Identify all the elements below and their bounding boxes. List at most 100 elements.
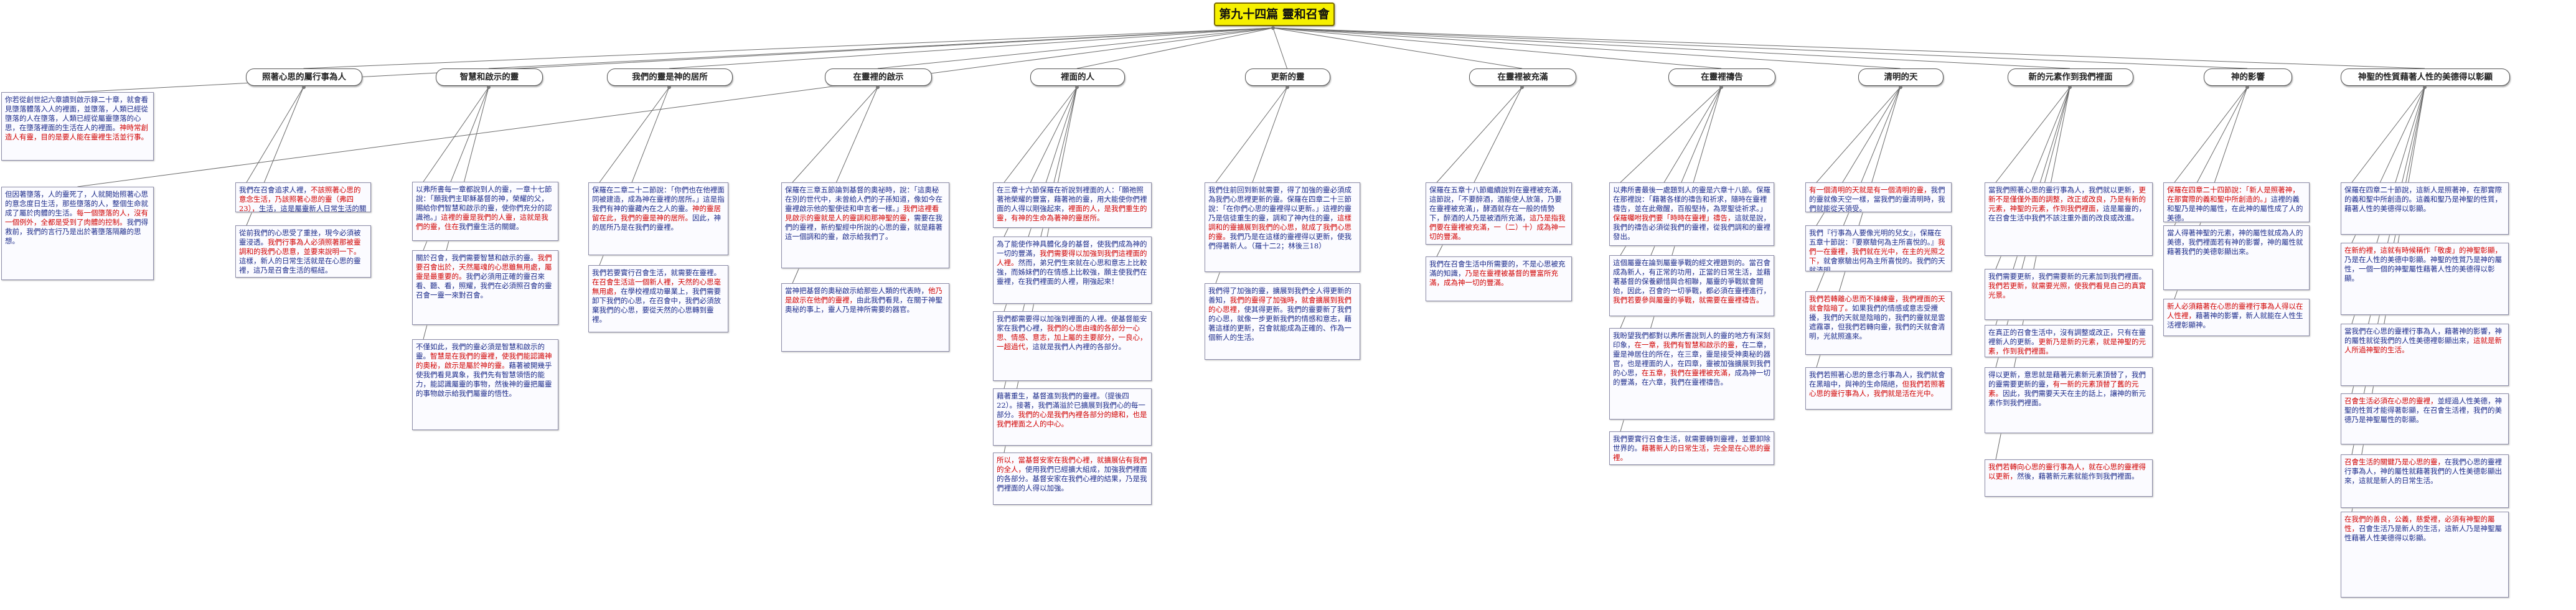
note-text: 生活，這是屬靈新人日常生活的關鍵。 <box>258 204 367 212</box>
note-highlight-text: 他乃是啟示在他們的靈裡， <box>785 286 942 304</box>
note-highlight-text: 乃是在靈裡被基督的豐富所充滿，成為神一切的豐滿。 <box>1429 269 1558 287</box>
note-text: 保羅在三章五節論到基督的奧祕時，說：「這奧秘在別的世代中，未曾給人們的子孫知道，… <box>785 185 942 213</box>
root-anchor-dot <box>1271 26 1275 30</box>
note-highlight-text: 保羅在四章二十四節說：「新人是照著神，在那實際的義和聖中所創造的。」 <box>2167 185 2300 204</box>
note-text: 當我們照著心思的靈行事為人，我們就以更新， <box>1988 185 2139 194</box>
note-text: 在學校裡成功畢業上，我們需要卸下我們的心思，在召會中，我們必須放棄我們的心思，要… <box>592 287 721 324</box>
topic-anchor-dot <box>2245 85 2249 89</box>
topic-node[interactable]: 更新的靈 <box>1245 68 1330 86</box>
note-text: 我們要實行召會生活，就需要轉到靈裡，並要卸除世界的。 <box>1613 434 1770 453</box>
root-to-topic-line <box>488 27 1274 69</box>
note-text: 使其得更新。我們的靈要新了我們的心思，就像一步更新我們的情感和意志，藉著這樣的更… <box>1208 305 1351 342</box>
note-card: 我們若轉離心思而不操練靈，我們裡面的天就會陰暗了。如果我們的情感或意志受攪擾，我… <box>1805 291 1952 355</box>
topic-node[interactable]: 裡面的人 <box>1030 68 1125 86</box>
note-highlight-text: 神的靈居留在此，我們的靈是神的居所。 <box>592 204 721 222</box>
note-card: 新人必須藉著在心思的靈裡行事為人得以在人性裡，藉著神的影響，新人就能在人性生活裡… <box>2163 299 2310 336</box>
note-card: 我們要實行召會生活，就需要轉到靈裡，並要卸除世界的。藉著新人的日常生活，完全是在… <box>1609 431 1774 465</box>
note-text: 藉著神的影響，新人就能在人性生活裡彰顯神。 <box>2167 311 2303 329</box>
note-text: 這樣，新人的日常生活就是在心思的靈裡，這乃是召會生活的樞紐。 <box>239 256 361 274</box>
topic-to-note-line <box>1816 87 1901 183</box>
note-card: 在真正的召會生活中，沒有調整或改正，只有在靈裡新人的更新。更新乃是新的元素，就是… <box>1985 325 2153 357</box>
note-text: 在我們心思的靈裡行事為人，神的屬性就藉著我們的人性美德彰顯出來，這就是新人的日常… <box>2344 458 2502 485</box>
note-text: 我們需要更新，我們需要新的元素加到我們裡面。 <box>1988 272 2146 281</box>
note-card: 我們在召會追求人裡，不該照著心思的意念生活，乃該照著心思的靈（弗四23），生活，… <box>235 182 371 212</box>
topic-node[interactable]: 在靈裡禱告 <box>1668 68 1775 86</box>
note-text: 因此，我們需要天天在主的話上，讓神的新元素作到我們裡面。 <box>1988 389 2146 407</box>
note-card: 召會生活必須在心思的靈裡，並經過人性美德，神聖的性質才能得著彰顯，在召會生活裡，… <box>2341 393 2509 444</box>
topic-node[interactable]: 我們的靈是神的居所 <box>607 68 733 86</box>
note-text: 這個屬靈在論到屬靈爭戰的經文裡題到的。當召會成為新人，有正常的功用，正當的日常生… <box>1613 258 1770 295</box>
note-highlight-text: 保羅囑咐我們要「時時在靈裡」禱告， <box>1613 214 1735 222</box>
note-highlight-text: 在五章，我們在靈裡被充滿， <box>1642 368 1735 377</box>
note-text: 我們靈生活的關鍵。 <box>459 222 524 231</box>
topic-to-note-line <box>1995 87 2071 183</box>
topic-node[interactable]: 清明的天 <box>1858 68 1944 86</box>
note-highlight-text: 智慧是在我們的靈裡，使我們能認識神的奧秘，啟示是屬於神的靈。 <box>416 352 552 370</box>
note-text: 我們乃是在這樣的靈裡得以更新，使我們得著新人。（羅十二2；林後三18） <box>1208 232 1351 250</box>
topic-node[interactable]: 照著心思的屬行事為人 <box>246 68 362 86</box>
note-text: 在三章十六節保羅在祈說到裡面的人：「願祂照著祂榮耀的豐富，藉著祂的靈，用大能使你… <box>997 185 1147 213</box>
note-card: 我們若照著心思的意念行事為人，我們就會在黑暗中，與神的生命隔絕，但我們若照著心思… <box>1805 367 1952 410</box>
note-card: 當神把基督的奧秘啟示給那些人類的代表時，他乃是啟示在他們的靈裡，由此我們看見，在… <box>781 283 949 352</box>
note-highlight-text: 我們一在靈裡，我們就在光中，在主的光照之下， <box>1809 238 1945 265</box>
note-text: 當神把基督的奧秘啟示給那些人類的代表時， <box>785 286 928 295</box>
note-card: 為了能使作神具體化身的基督，使我們成為神的一切的豐滿，我們需要得以加強到我們這裡… <box>993 237 1152 304</box>
topic-anchor-dot <box>1898 85 1902 89</box>
note-highlight-text: 在召會生活這一個新人裡，天然的心思毫無用處， <box>592 278 721 296</box>
note-highlight-text: 不該照著心思的意念生活，乃該照著心思的靈（弗四23）， <box>239 185 361 212</box>
root-to-topic-line <box>1272 27 2248 69</box>
topic-anchor-dot <box>1719 85 1723 89</box>
note-highlight-text: 這樣調和的靈擴展到我們的心思，就成了我們心思的靈。 <box>1208 214 1351 241</box>
topic-anchor-dot <box>1075 85 1079 89</box>
note-card: 我們住前回到新就需要，得了加強的靈必須成為我們心思裡更新的靈。保羅在四章二十三節… <box>1205 182 1360 272</box>
topic-anchor-dot <box>301 85 306 89</box>
note-highlight-text: 更新乃是新的元素，就是神聖的元素，作到我們裡面。 <box>1988 337 2146 355</box>
topic-node[interactable]: 新的元素作到我們裡面 <box>2008 68 2133 86</box>
root-to-topic-line <box>1272 27 1523 69</box>
note-highlight-text: 有一新的元素頂替了舊的元素。 <box>1988 380 2139 398</box>
note-card: 從前我們的心思受了重挫，現今必須被靈浸透。我們行事為人必須照著那被靈調和的我們心… <box>235 225 371 278</box>
note-text: 藉著被開幾乎使我們看見異象，我們先有智慧領悟的能力，能認識屬靈的事物，然後神的靈… <box>416 361 552 398</box>
root-to-topic-line <box>1076 27 1274 69</box>
note-highlight-text: 我們的靈得了加強時，就會擴展到我們的心思裡， <box>1208 296 1351 314</box>
note-text: 由此我們看見，在關于神聖奧秘的事上，靈人乃是神所需要的器官。 <box>785 296 942 314</box>
note-highlight-text: 我們要召會出於，天然屬魂的心思雖無用處，屬靈是最重要的。 <box>416 253 552 281</box>
root-to-topic-line <box>1272 27 1722 69</box>
note-text: 這就是說，我們的禱告必須從我們的靈裡，從我們調和的靈裡發出。 <box>1613 214 1770 241</box>
note-text: 在真正的召會生活中，沒有調整或改正，只有在靈裡新人的更新。 <box>1988 328 2146 346</box>
root-to-topic-line <box>1272 27 1287 69</box>
note-card: 保羅在四章二十節說，這新人是照著神，在那實際的義和聖中所創造的。這義和聖乃是神聖… <box>2341 182 2509 235</box>
note-card: 有一個清明的天就是有一個清明的靈，我們的靈就像天空一樣，當我們的靈清明時，我們就… <box>1805 182 1952 212</box>
root-to-topic-line <box>1272 27 2071 69</box>
note-text: 保羅在四章二十節說，這新人是照著神，在那實際的義和聖中所創造的。這義和聖乃是神聖… <box>2344 185 2502 213</box>
note-text: 我盼望我們都對以弗所書說到人的靈的地方有深刻印象， <box>1613 331 1770 349</box>
note-highlight-text: 在一章，我們有智慧和啟示的靈， <box>1634 340 1742 349</box>
note-text: 我們的靈就像天空一樣，當我們的靈清明時，我們就能從天領受。 <box>1809 185 1945 212</box>
note-text: 召會生活乃是新人的生活，這新人乃是神聖屬性藉著人性美德得以彰顯。 <box>2344 524 2502 542</box>
note-text: 當人得著神聖的元素，神的屬性就成為人的美德，我們裡面若有神的影響，神的屬性就藉著… <box>2167 228 2303 256</box>
note-highlight-text: 每一個墮落的人，沒有一個例外，全都是受到了肉體的控制。 <box>5 209 148 227</box>
note-highlight-text: 我們的心思由魂的各部分一心思、情感、意志，加上屬的主要部分，一良心，一超過代， <box>997 324 1147 351</box>
topic-node[interactable]: 神聖的性質藉著人性的美德得以彰顯 <box>2341 68 2510 86</box>
note-text: 以弗所書每一章都說到人的靈，一章十七節說：「願我們主耶穌基督的神，榮耀的父，賜給… <box>416 185 552 222</box>
note-highlight-text: 在新約裡，這就有時候稱作「敬虔」的神聖彰顯， <box>2344 246 2502 255</box>
note-text: 在二章，靈是神居住的所在，在三章，靈是接受神奧秘的器官，也是裡面的人，在四章，靈… <box>1613 340 1770 377</box>
root-to-topic-line <box>669 27 1274 69</box>
note-card: 你若從創世記六章讀到啟示錄二十章，就會看見墮落體落入人的裡面，並墮落，人類已經從… <box>1 92 154 161</box>
root-title[interactable]: 第九十四篇 靈和召會 <box>1214 2 1335 26</box>
note-card: 得以更新，意思就是藉著元素新元素頂替了，我們的靈需要更新的靈，有一新的元素頂替了… <box>1985 367 2153 433</box>
topic-node[interactable]: 智慧和啟示的靈 <box>436 68 543 86</box>
topic-node[interactable]: 在靈裡被充滿 <box>1469 68 1576 86</box>
topic-to-note-line <box>599 87 670 183</box>
topic-anchor-dot <box>487 85 491 89</box>
note-card: 我們都需要得以加強到裡面的人裡。使基督能安家在我們心裡，我們的心思由魂的各部分一… <box>993 311 1152 381</box>
topic-node[interactable]: 神的影響 <box>2204 68 2292 86</box>
note-text: 並經過人性美德，神聖的性質才能得著彰顯，在召會生活裡，我們的美德乃是神聖屬性的彰… <box>2344 396 2502 424</box>
topic-node[interactable]: 在靈裡的啟示 <box>825 68 932 86</box>
note-card: 藉著重生，基督進到我們的靈裡。（提後四22）。接著，我們滿溢於已擴展到我們心的每… <box>993 388 1152 446</box>
note-text: 當我們在心思的靈裡行事為人，藉著神的影響，神的屬性就從我們的人性美德裡彰顯出來， <box>2344 327 2502 345</box>
note-highlight-text: 我們行事為人必須照著那被靈調和的我們心思意，並要來說明一下。 <box>239 238 361 256</box>
note-text: 我們『行事為人要像光明的兒女』，保羅在五章十節說：『要察驗何為主所喜悅的。』 <box>1809 228 1942 246</box>
note-card: 保羅在四章二十四節說：「新人是照著神，在那實際的義和聖中所創造的。」這裡的義和聖… <box>2163 182 2310 222</box>
